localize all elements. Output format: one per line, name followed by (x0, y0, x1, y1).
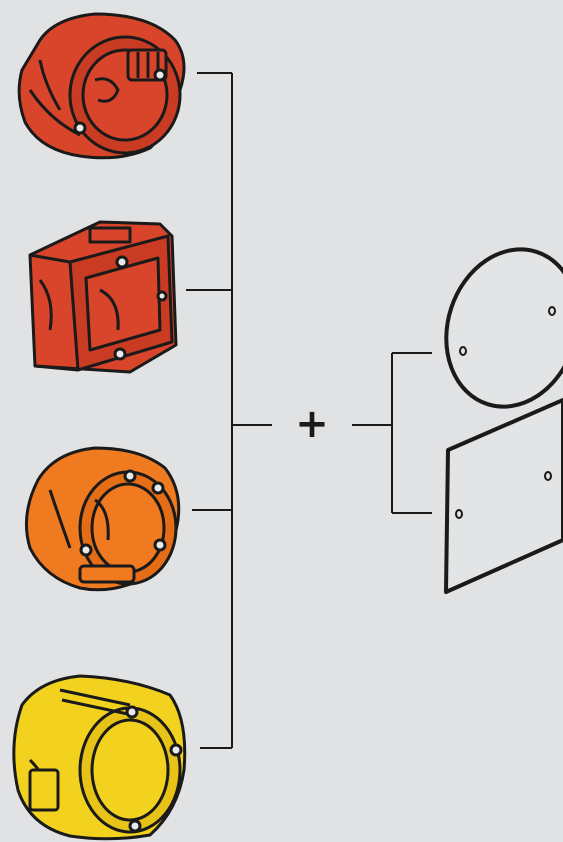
round-flush-box-red (17, 12, 186, 160)
round-cover-plate (444, 247, 563, 409)
round-hollow-wall-box-orange (24, 446, 181, 592)
right-bracket (352, 352, 432, 514)
square-flush-box-red (28, 220, 178, 374)
plus-sign: + (295, 401, 329, 447)
square-cover-plate (444, 398, 563, 594)
round-hollow-wall-box-yellow (12, 674, 187, 841)
left-bracket (186, 72, 272, 749)
